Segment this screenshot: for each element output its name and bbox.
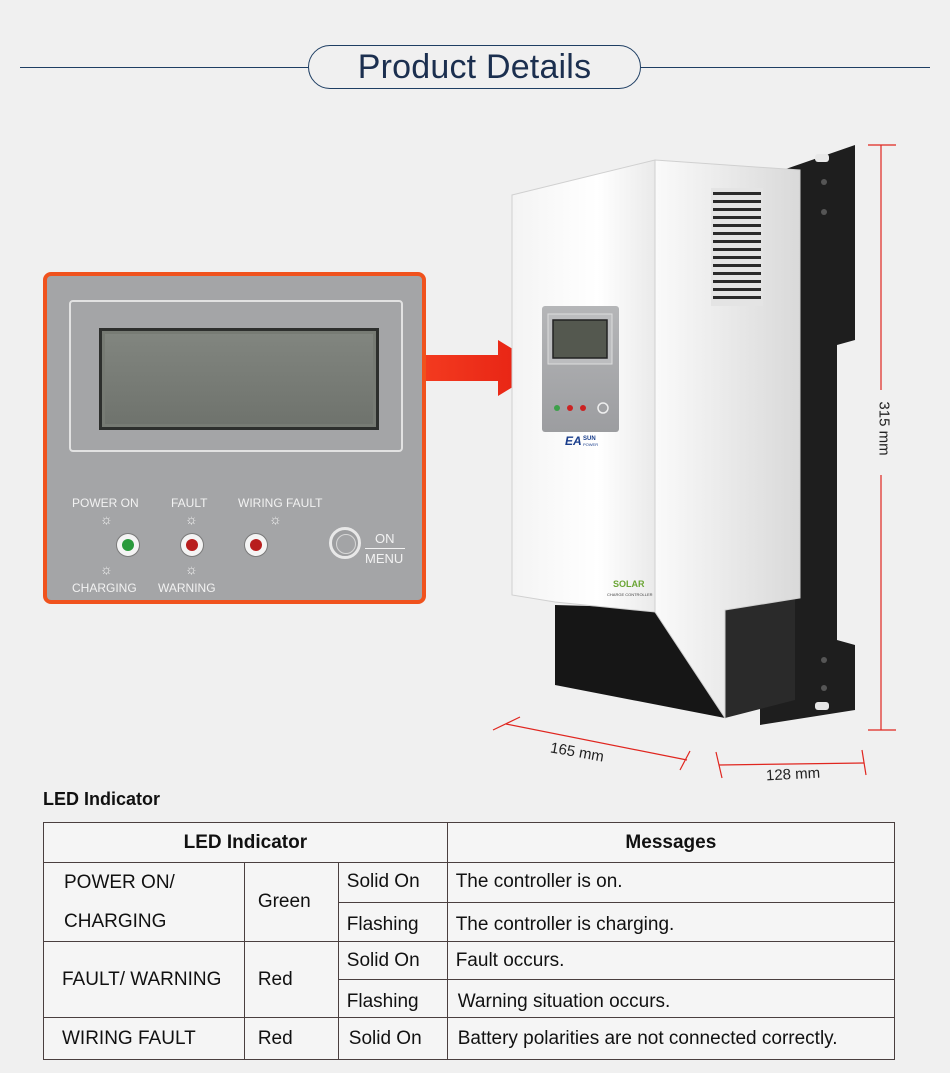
sun-icon: ☼ xyxy=(100,511,113,527)
led-indicator-title: LED Indicator xyxy=(43,789,161,809)
control-panel-closeup: POWER ON FAULT WIRING FAULT ☼ ☼ ☼ ☼ ☼ CH… xyxy=(43,272,426,604)
button-label-divider xyxy=(365,548,405,549)
led-color-cell: Red xyxy=(243,941,339,1018)
vent-grille xyxy=(711,188,763,306)
table-header-row: LED Indicator Messages xyxy=(43,822,896,863)
led-color-cell: Green xyxy=(243,862,339,942)
led-state-cell: Flashing xyxy=(337,901,448,942)
header-rule-right xyxy=(641,67,930,68)
led-color-cell: Red xyxy=(243,1017,339,1060)
charge-controller-device: EA SUN POWER SOLAR CHARGE CONTROLLER xyxy=(511,145,855,725)
warning-label: WARNING xyxy=(158,581,216,595)
led-state-cell: Solid On xyxy=(337,941,448,980)
led-state-cell: Solid On xyxy=(337,1017,448,1060)
depth-dimension-label: 128 mm xyxy=(765,764,821,785)
product-subtitle: CHARGE CONTROLLER xyxy=(607,592,653,597)
sun-dim-icon: ☼ xyxy=(100,561,113,577)
height-dimension-label: 315 mm xyxy=(875,401,893,456)
message-cell: The controller is on. xyxy=(446,862,896,903)
lcd-screen xyxy=(99,328,379,430)
message-cell: Fault occurs. xyxy=(446,941,896,980)
fault-label: FAULT xyxy=(171,496,208,510)
on-menu-button[interactable] xyxy=(329,527,361,559)
sun-dim-icon: ☼ xyxy=(185,561,198,577)
header-led-indicator: LED Indicator xyxy=(43,822,448,863)
table-row: Flashing The controller is charging. xyxy=(44,901,896,942)
message-cell: Warning situation occurs. xyxy=(446,979,896,1018)
led-name-cell: POWER ON/CHARGING xyxy=(43,862,245,942)
wiring-fault-led xyxy=(245,534,267,556)
table-row: Flashing Warning situation occurs. xyxy=(44,979,896,1018)
sun-icon: ☼ xyxy=(185,511,198,527)
table-row: POWER ON/CHARGING Green Solid On The con… xyxy=(43,862,896,942)
lcd-frame xyxy=(69,300,403,452)
charging-label: CHARGING xyxy=(72,581,137,595)
led-name-cell: WIRING FAULT xyxy=(43,1017,245,1060)
svg-text:SUN: SUN xyxy=(583,436,596,442)
message-cell: The controller is charging. xyxy=(446,901,896,942)
power-led xyxy=(117,534,139,556)
led-name-cell: FAULT/ WARNING xyxy=(43,941,245,1018)
table-row: FAULT/ WARNING Red Solid On Fault occurs… xyxy=(43,941,896,1018)
fault-led xyxy=(181,534,203,556)
svg-text:POWER: POWER xyxy=(583,442,598,447)
led-indicator-table: LED Indicator Messages POWER ON/CHARGING… xyxy=(43,822,896,1060)
power-on-label: POWER ON xyxy=(72,496,139,510)
menu-label: MENU xyxy=(365,551,404,566)
message-cell: Battery polarities are not connected cor… xyxy=(446,1017,896,1060)
on-label: ON xyxy=(375,531,395,546)
page-title: Product Details xyxy=(308,45,641,89)
brand-logo: EA xyxy=(565,434,582,448)
table-row: WIRING FAULT Red Solid On Battery polari… xyxy=(43,1017,896,1060)
header-rule-left xyxy=(20,67,308,68)
header-messages: Messages xyxy=(446,822,896,863)
sun-icon: ☼ xyxy=(269,511,282,527)
led-state-cell: Solid On xyxy=(337,862,448,903)
wiring-fault-label: WIRING FAULT xyxy=(238,496,323,510)
led-state-cell: Flashing xyxy=(337,979,448,1018)
product-name: SOLAR xyxy=(613,579,645,589)
